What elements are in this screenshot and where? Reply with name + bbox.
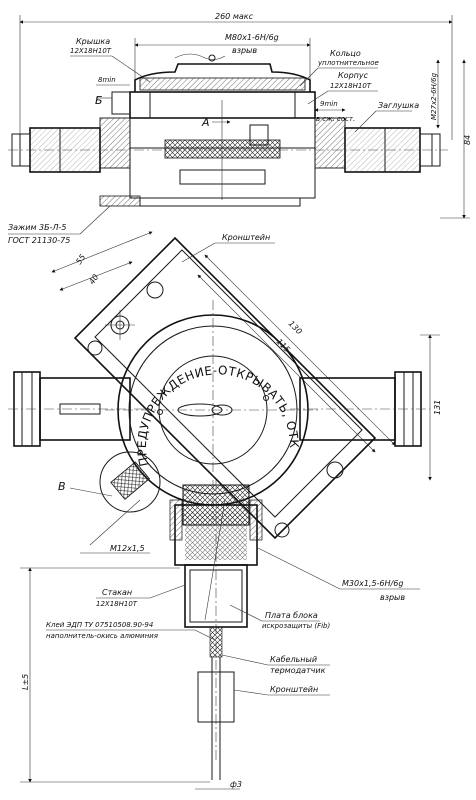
section-a-label: А xyxy=(201,116,210,129)
cover-label: Крышка xyxy=(76,37,110,46)
dim-height: 84 xyxy=(463,135,472,145)
dim-55: 55 xyxy=(74,253,87,267)
clamp-label: Зажим 3Б-Л-5 xyxy=(8,223,66,232)
dim-9min: 9min xyxy=(320,100,338,108)
filler-label: наполнитель-окись алюминия xyxy=(46,632,158,640)
cover-outline xyxy=(134,63,311,92)
explosion-proof-side: взрыв xyxy=(380,593,405,602)
dim-thread-right: M27x2-6H/6g xyxy=(430,72,438,120)
bracket-bottom xyxy=(197,671,235,723)
dim-diameter: ф3 xyxy=(230,780,242,789)
dim-8min: 8min xyxy=(98,76,116,84)
free-state-label: в сж. сост. xyxy=(316,115,355,123)
body-material: 12X18H10T xyxy=(330,82,372,90)
dim-m30: M30x1,5-6H/6g xyxy=(342,579,403,588)
cable-label: Кабельный xyxy=(270,655,317,664)
body-label: Корпус xyxy=(338,71,369,80)
dim-overall-label: 260 макс xyxy=(215,12,254,21)
dim-40: 40 xyxy=(87,273,100,287)
detail-v-circle xyxy=(99,451,161,513)
ring-label: Кольцо xyxy=(330,49,361,58)
explosion-proof-top: взрыв xyxy=(232,46,257,55)
dim-m12: M12x1,5 xyxy=(110,544,145,553)
dim-130: 130 xyxy=(287,319,304,336)
cover-material: 12X18H10T xyxy=(70,47,112,55)
bracket-bottom-label: Кронштейн xyxy=(270,685,318,694)
cup-label: Стакан xyxy=(102,588,132,597)
dim-131: 131 xyxy=(433,400,442,415)
board-sub-label: искрозащиты (Fib) xyxy=(262,622,330,630)
body-outline xyxy=(129,91,316,119)
dim-length: L±5 xyxy=(21,674,30,690)
glue-label: Клей ЭДП ТУ 07510508.90-94 xyxy=(46,621,153,629)
ring-sub-label: уплотнительное xyxy=(317,59,379,67)
cup-material: 12X18H10T xyxy=(96,600,138,608)
bracket-top-label: Кронштейн xyxy=(222,233,270,242)
cable-sub-label: термодатчик xyxy=(270,666,326,675)
board-label: Плата блока xyxy=(265,611,318,620)
plug-label: Заглушка xyxy=(378,101,419,110)
dim-thread-top: M80x1-6H/6g xyxy=(225,33,279,42)
top-view: 260 макс M80x1-6H/6g взрыв xyxy=(8,12,472,245)
section-b-label: Б xyxy=(95,94,103,107)
section-v-label: В xyxy=(58,480,66,493)
gost-label: ГОСТ 21130-75 xyxy=(8,236,70,245)
